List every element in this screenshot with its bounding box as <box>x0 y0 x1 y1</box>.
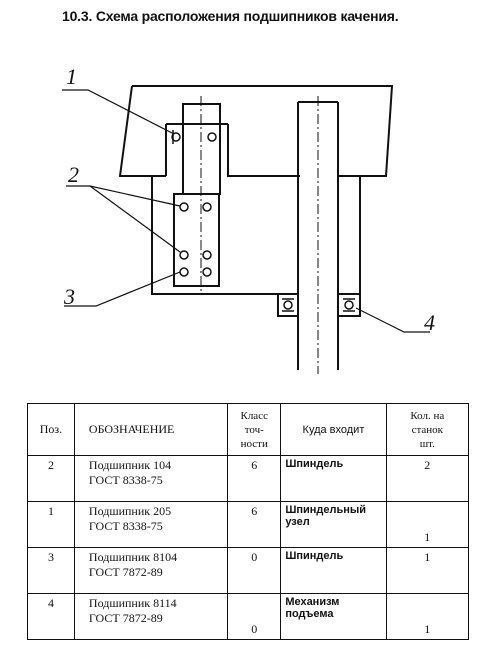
table-row: 1 Подшипник 205 ГОСТ 8338-75 6 Шпиндельн… <box>27 501 470 548</box>
header-accuracy-class: Класс точ- ности <box>227 403 282 456</box>
callout-1: 1 <box>66 64 77 89</box>
callout-4: 4 <box>424 310 435 335</box>
cell-where: Шпиндель <box>280 455 387 502</box>
cell-accuracy-class: 6 <box>227 501 282 548</box>
cell-qty: 2 <box>385 455 470 502</box>
cell-accuracy-class: 0 <box>227 593 282 640</box>
cell-designation: Подшипник 8114 ГОСТ 7872-89 <box>73 593 229 640</box>
table-header-row: Поз. ОБОЗНАЧЕНИЕ Класс точ- ности Куда в… <box>27 403 470 456</box>
header-designation: ОБОЗНАЧЕНИЕ <box>73 403 229 456</box>
header-where: Куда входит <box>280 403 387 456</box>
cell-qty: 1 <box>385 593 470 640</box>
cell-pos: 2 <box>27 455 75 502</box>
cell-where: Механизм подъема <box>280 593 387 640</box>
header-qty: Кол. на станок шт. <box>385 403 470 456</box>
cell-designation: Подшипник 104 ГОСТ 8338-75 <box>73 455 229 502</box>
cell-where: Шпиндельный узел <box>280 501 387 548</box>
cell-pos: 4 <box>27 593 75 640</box>
page-title: 10.3. Схема расположения подшипников кач… <box>62 8 399 24</box>
callout-2: 2 <box>68 162 79 187</box>
bearing-layout-diagram <box>62 85 430 374</box>
callout-3: 3 <box>64 284 75 309</box>
cell-where: Шпиндель <box>280 547 387 594</box>
cell-pos: 3 <box>27 547 75 594</box>
table-row: 4 Подшипник 8114 ГОСТ 7872-89 0 Механизм… <box>27 593 470 640</box>
cell-accuracy-class: 6 <box>227 455 282 502</box>
table-row: 2 Подшипник 104 ГОСТ 8338-75 6 Шпиндель … <box>27 455 470 502</box>
cell-accuracy-class: 0 <box>227 547 282 594</box>
cell-designation: Подшипник 205 ГОСТ 8338-75 <box>73 501 229 548</box>
cell-qty: 1 <box>385 501 470 548</box>
bearings-table: Поз. ОБОЗНАЧЕНИЕ Класс точ- ности Куда в… <box>27 403 470 640</box>
table-row: 3 Подшипник 8104 ГОСТ 7872-89 0 Шпиндель… <box>27 547 470 594</box>
header-pos: Поз. <box>27 403 75 456</box>
cell-qty: 1 <box>385 547 470 594</box>
cell-designation: Подшипник 8104 ГОСТ 7872-89 <box>73 547 229 594</box>
cell-pos: 1 <box>27 501 75 548</box>
